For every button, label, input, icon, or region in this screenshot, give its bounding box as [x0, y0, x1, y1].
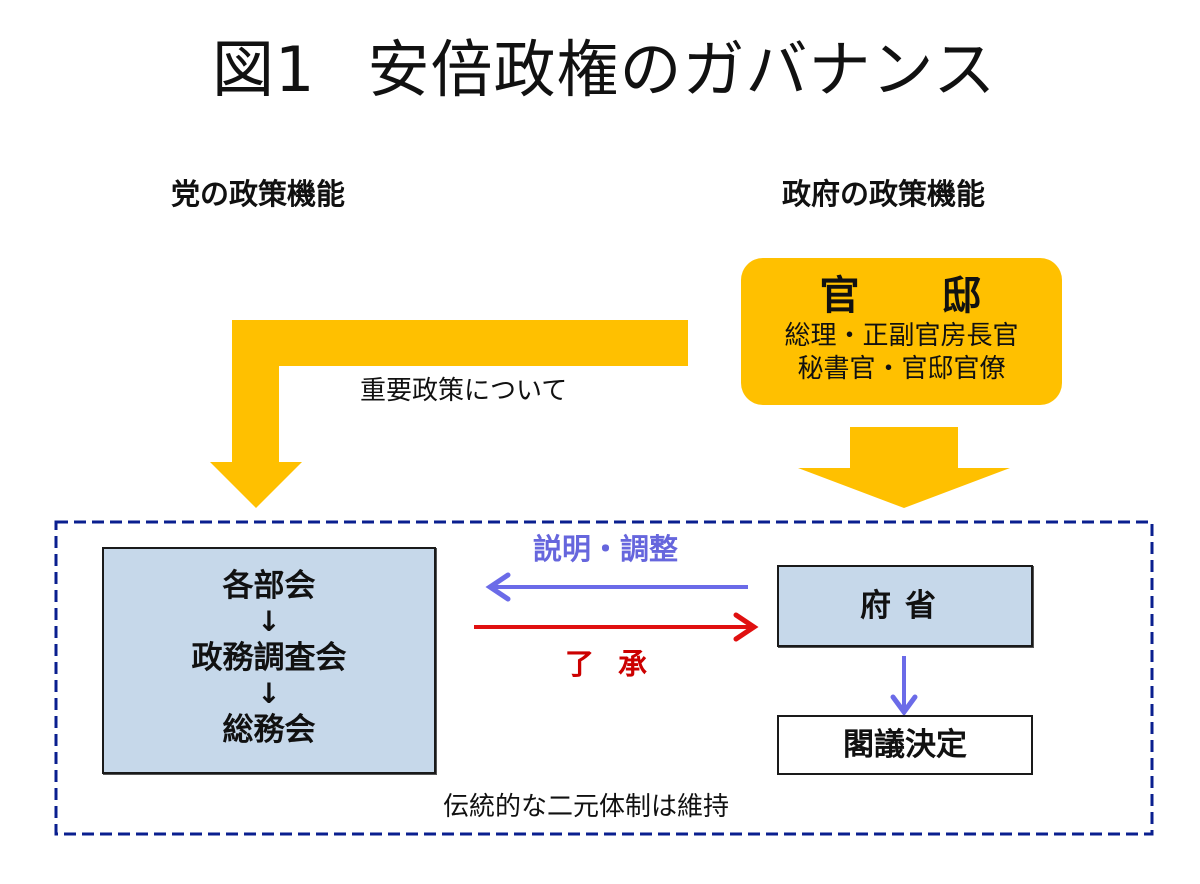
dual-system-note: 伝統的な二元体制は維持 — [443, 792, 730, 822]
figure-title-text: 安倍政権のガバナンス — [367, 33, 997, 106]
ministries-to-cabinet-arrow — [890, 656, 918, 717]
figure-title: 図1 安倍政権のガバナンス — [0, 34, 1200, 106]
explain-adjust-arrow — [485, 572, 748, 602]
party-step-general-council: 総務会 — [222, 712, 316, 748]
kantei-to-party-arrow — [210, 320, 688, 508]
explain-adjust-label: 説明・調整 — [533, 532, 679, 566]
ministries-box: 府省 — [777, 565, 1033, 647]
dual-system-container — [54, 520, 1154, 836]
approval-label: 了承 — [565, 647, 672, 681]
kantei-down-arrow — [798, 427, 1010, 508]
party-step-subcommittees: 各部会 — [222, 568, 316, 604]
kantei-title: 官邸 — [819, 273, 984, 319]
kantei-members-line1: 総理・正副官房長官 — [784, 321, 1019, 351]
down-arrow-icon: ↓ — [257, 677, 281, 710]
important-policy-note: 重要政策について — [360, 376, 568, 406]
party-policy-heading: 党の政策機能 — [171, 177, 346, 211]
approval-arrow — [474, 612, 759, 642]
party-process-box: 各部会 ↓ 政務調査会 ↓ 総務会 — [102, 547, 436, 774]
down-arrow-icon: ↓ — [257, 605, 281, 638]
kantei-members-line2: 秘書官・官邸官僚 — [797, 354, 1006, 384]
figure-label: 図1 — [212, 33, 316, 106]
kantei-box: 官邸 総理・正副官房長官 秘書官・官邸官僚 — [741, 258, 1062, 405]
party-step-policy-research-council: 政務調査会 — [191, 640, 347, 676]
cabinet-decision-box: 閣議決定 — [777, 715, 1033, 775]
government-policy-heading: 政府の政策機能 — [782, 177, 986, 211]
